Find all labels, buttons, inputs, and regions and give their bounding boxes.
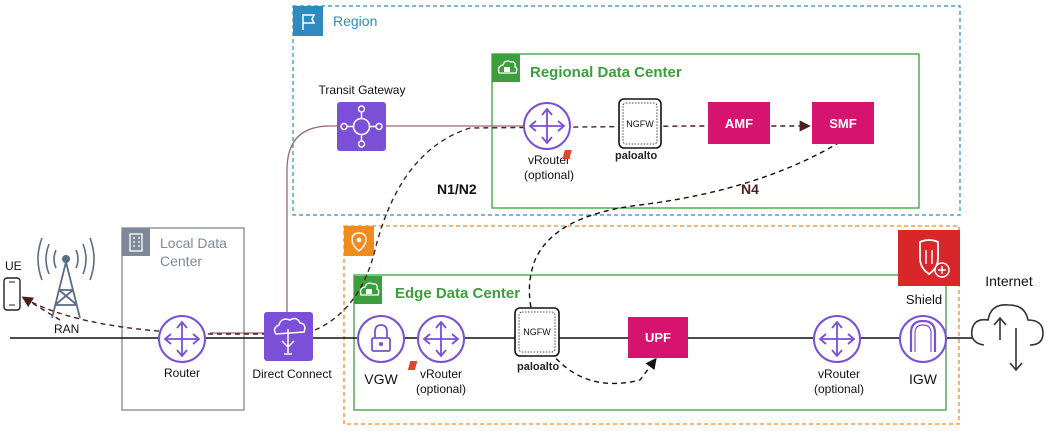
region-flag-icon — [293, 6, 323, 36]
vgw-label: VGW — [364, 371, 398, 387]
shield-icon[interactable] — [898, 230, 960, 286]
paloalto-edge-logo: paloalto — [407, 361, 559, 373]
svg-text:paloalto: paloalto — [615, 150, 657, 162]
local-zone-icon — [344, 226, 374, 256]
local-dc-label-line2: Center — [160, 253, 202, 269]
vrouter-regional-label-line2: (optional) — [524, 168, 574, 182]
igw-label: IGW — [909, 371, 938, 387]
vrouter-edge-right-label-line2: (optional) — [814, 382, 864, 396]
n4-control-path — [528, 141, 841, 385]
transit-gateway-icon[interactable] — [337, 102, 386, 151]
internet-cloud-icon[interactable] — [970, 303, 1044, 372]
region-label: Region — [333, 13, 377, 29]
smf-box[interactable]: SMF — [812, 102, 874, 144]
internet-label: Internet — [985, 273, 1033, 289]
dx-to-tgw-line — [286, 125, 337, 312]
ngfw-regional-icon[interactable]: NGFW — [618, 98, 662, 149]
local-dc-container — [121, 227, 245, 411]
regional-dc-cloud-lock-icon — [492, 54, 520, 82]
svg-text:NGFW: NGFW — [523, 327, 551, 337]
vrouter-edge-right-label-line1: vRouter — [818, 367, 860, 381]
svg-text:paloalto: paloalto — [517, 361, 559, 373]
direct-connect-icon[interactable] — [264, 312, 313, 361]
regional-dc-label: Regional Data Center — [530, 64, 682, 81]
vrouter-edge-right-icon[interactable] — [813, 315, 861, 363]
amf-label: AMF — [725, 116, 753, 131]
vrouter-edge-left-icon[interactable] — [417, 315, 465, 363]
direct-connect-label: Direct Connect — [252, 367, 332, 381]
edge-outer-container — [343, 225, 960, 425]
edge-dc-cloud-lock-icon — [354, 276, 382, 304]
ngfw-edge-icon[interactable]: NGFW — [514, 307, 560, 357]
ue-label: UE — [5, 259, 22, 273]
transit-gateway-label: Transit Gateway — [319, 83, 406, 97]
n4-interface-label: N4 — [741, 181, 759, 197]
amf-box[interactable]: AMF — [708, 102, 770, 144]
n1n2-arrow-to-ue — [21, 296, 61, 321]
n1n2-interface-label: N1/N2 — [437, 181, 477, 197]
edge-dc-label: Edge Data Center — [395, 285, 520, 302]
n1n2-control-path — [23, 126, 808, 335]
router-local-icon[interactable] — [158, 315, 206, 363]
vrouter-edge-left-label-line2: (optional) — [416, 382, 466, 396]
vrouter-regional-label-line1: vRouter — [528, 153, 570, 167]
ran-label: RAN — [54, 322, 79, 336]
vrouter-regional-icon[interactable] — [523, 102, 571, 150]
local-dc-label-line1: Local Data — [160, 235, 227, 251]
regional-dc-container — [491, 53, 920, 209]
paloalto-regional-logo: paloalto — [562, 150, 657, 162]
local-dc-building-icon — [122, 228, 150, 256]
vgw-icon[interactable] — [357, 315, 405, 363]
ue-phone-icon[interactable] — [3, 277, 21, 311]
router-label: Router — [164, 366, 200, 380]
svg-text:NGFW: NGFW — [626, 119, 654, 129]
upf-label: UPF — [645, 330, 671, 345]
cell-tower-icon — [37, 237, 95, 319]
shield-label: Shield — [906, 292, 942, 307]
vrouter-edge-left-label-line1: vRouter — [420, 367, 462, 381]
upf-box[interactable]: UPF — [628, 317, 688, 358]
region-container — [292, 5, 961, 216]
smf-label: SMF — [829, 116, 857, 131]
igw-icon[interactable] — [899, 315, 947, 363]
